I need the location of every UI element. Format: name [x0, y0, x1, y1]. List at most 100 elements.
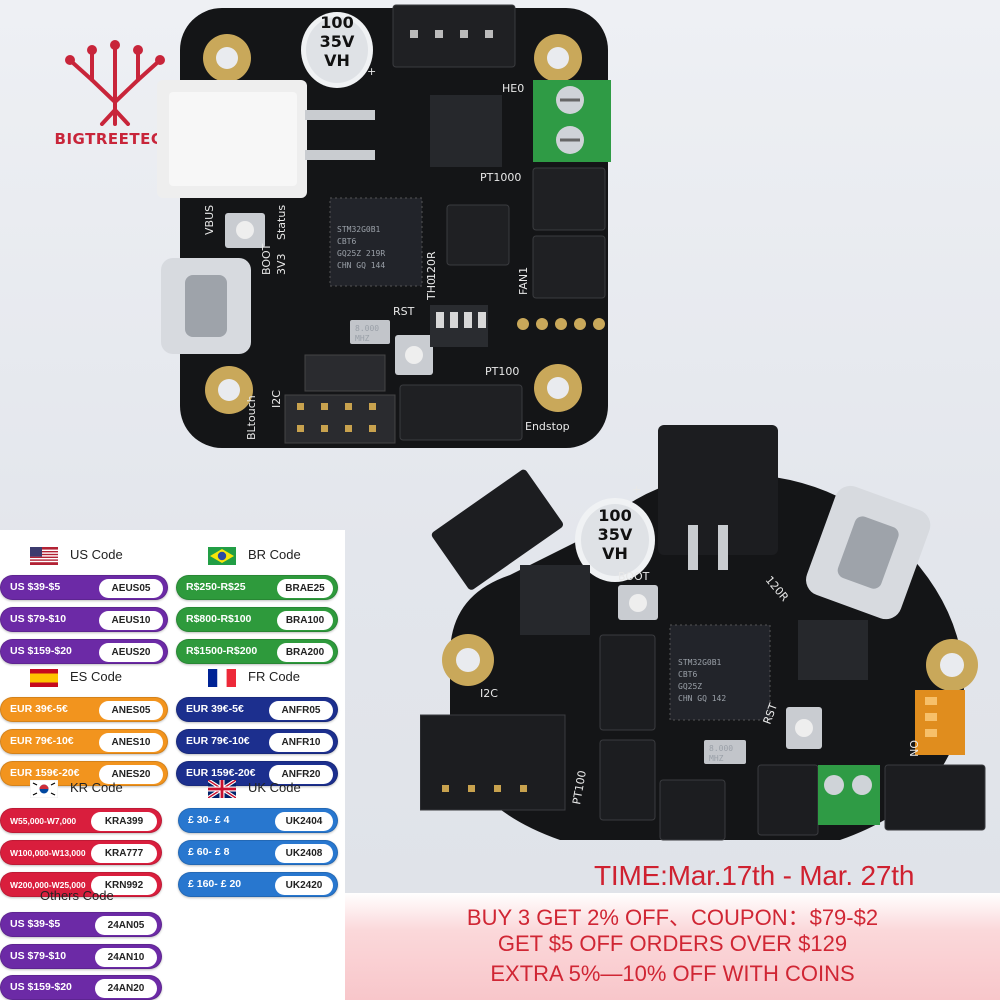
cap2-label-1: 100: [598, 506, 631, 525]
coupon-fr-3[interactable]: EUR 159€-20€ ANFR20: [176, 761, 338, 786]
region-fr: FR Code: [208, 666, 345, 690]
product-board-top: 100 35V VH STM32G0B1 CBT6 GQ25Z 219R C: [155, 0, 615, 455]
coupon-kr-1[interactable]: W55,000-W7,000 KRA399: [0, 808, 162, 833]
crystal-top: [350, 320, 390, 344]
coupon-us-1[interactable]: US $39-$5 AEUS05: [0, 575, 168, 600]
chip2-text-3: GQ25Z: [678, 682, 702, 691]
coupon-us-2[interactable]: US $79-$10 AEUS10: [0, 607, 168, 632]
kr-flag-icon: [30, 780, 58, 798]
coupon-br-1[interactable]: R$250-R$25 BRAE25: [176, 575, 338, 600]
terminal-block-top: [533, 80, 611, 162]
crystal-bottom: [704, 740, 746, 764]
coupon-amount: £ 160- £ 20: [188, 878, 242, 890]
mcu-chip-top: [329, 197, 423, 287]
coupon-amount: EUR 39€-5€: [186, 703, 244, 715]
brand-logo: BIGTREETECH: [40, 40, 190, 150]
label-fan1: FAN1: [517, 267, 530, 295]
region-uk: UK Code: [208, 777, 345, 801]
cap-label-3: VH: [324, 51, 350, 70]
coupon-amount: £ 60- £ 8: [188, 846, 230, 858]
br-code-title: BR Code: [248, 547, 301, 562]
label-he0: HE0: [502, 82, 524, 95]
coupon-code: BRA200: [277, 643, 333, 662]
chip2-text-1: STM32G0B1: [678, 658, 722, 667]
coupon-code: KRA777: [91, 844, 157, 863]
label-bltouch: BLtouch: [245, 395, 258, 440]
coupon-uk-1[interactable]: £ 30- £ 4 UK2404: [178, 808, 338, 833]
coupon-amount: US $79-$10: [10, 950, 67, 962]
coupon-code: ANFR20: [269, 765, 333, 784]
promo-line-3: EXTRA 5%—10% OFF WITH COINS: [490, 961, 855, 986]
coupon-kr-2[interactable]: W100,000-W13,000 KRA777: [0, 840, 162, 865]
coupon-code: ANFR10: [269, 733, 333, 752]
label2-plus: +: [632, 483, 641, 496]
label-3v3: 3V3: [275, 253, 288, 275]
coupon-others-2[interactable]: US $79-$10 24AN10: [0, 944, 162, 969]
coupon-amount: EUR 159€-20€: [10, 767, 80, 779]
label-pt100: PT100: [485, 365, 519, 378]
coupon-fr-1[interactable]: EUR 39€-5€ ANFR05: [176, 697, 338, 722]
coupon-uk-2[interactable]: £ 60- £ 8 UK2408: [178, 840, 338, 865]
power-connector-top: [157, 80, 375, 198]
coupon-others-1[interactable]: US $39-$5 24AN05: [0, 912, 162, 937]
chip-text-3: GQ25Z 219R: [337, 249, 385, 258]
coupon-fr-2[interactable]: EUR 79€-10€ ANFR10: [176, 729, 338, 754]
label-endstop: Endstop: [525, 420, 570, 433]
us-code-title: US Code: [70, 547, 123, 562]
coupon-code: ANES05: [99, 701, 163, 720]
fr-code-title: FR Code: [248, 669, 301, 684]
label-120r: 120R: [425, 251, 438, 280]
crystal2-text-2: MHZ: [709, 754, 724, 763]
label-i2c: I2C: [270, 390, 283, 408]
chip-text-1: STM32G0B1: [337, 225, 381, 234]
label-boot: BOOT: [260, 243, 273, 275]
coupon-code: AEUS05: [99, 579, 163, 598]
promo-band: BUY 3 GET 2% OFF、COUPON：$79-$2 GET $5 OF…: [345, 893, 1000, 1000]
coupon-es-2[interactable]: EUR 79€-10€ ANES10: [0, 729, 168, 754]
coupon-amount: R$1500-R$200: [186, 645, 258, 657]
cap2-label-2: 35V: [598, 525, 633, 544]
coupon-br-2[interactable]: R$800-R$100 BRA100: [176, 607, 338, 632]
label-pt1000: PT1000: [480, 171, 521, 184]
coupon-code: UK2404: [275, 812, 333, 831]
coupon-amount: EUR 79€-10€: [186, 735, 250, 747]
label-rst: RST: [393, 305, 415, 318]
pin-header-top: [284, 354, 396, 444]
connector-top-4pin: [392, 4, 516, 68]
uk-flag-icon: [208, 780, 236, 798]
label2-pt100: PT100: [570, 769, 589, 805]
endstop-connector-top: [399, 384, 523, 441]
chip2-text-4: CHN GQ 142: [678, 694, 726, 703]
crystal-text-2: MHZ: [355, 334, 370, 343]
region-br: BR Code: [208, 544, 345, 568]
coupon-amount: R$800-R$100: [186, 613, 252, 625]
coupon-others-3[interactable]: US $159-$20 24AN20: [0, 975, 162, 1000]
kr-code-title: KR Code: [70, 780, 123, 795]
coupon-uk-3[interactable]: £ 160- £ 20 UK2420: [178, 872, 338, 897]
region-kr: KR Code: [30, 777, 180, 801]
coupon-br-3[interactable]: R$1500-R$200 BRA200: [176, 639, 338, 664]
coupon-es-3[interactable]: EUR 159€-20€ ANES20: [0, 761, 168, 786]
coupon-es-1[interactable]: EUR 39€-5€ ANES05: [0, 697, 168, 722]
crystal2-text-1: 8.000: [709, 744, 733, 753]
coupon-kr-3[interactable]: W200,000-W25,000 KRN992: [0, 872, 162, 897]
coupon-code: UK2420: [275, 876, 333, 895]
chip-small-bottom: [520, 565, 590, 635]
label-th0: TH0: [425, 278, 438, 301]
coupon-code: 24AN05: [95, 916, 157, 935]
br-flag-icon: [208, 547, 236, 565]
es-flag-icon: [30, 669, 58, 687]
coupon-code: BRA100: [277, 611, 333, 630]
coupon-amount: US $159-$20: [10, 981, 72, 993]
label-status: Status: [275, 205, 288, 240]
power-connector-bottom: [658, 425, 778, 555]
label2-i2c: I2C: [480, 687, 498, 700]
coupon-amount: US $39-$5: [10, 918, 61, 930]
region-es: ES Code: [30, 666, 180, 690]
coupon-code: AEUS20: [99, 643, 163, 662]
coupon-amount: £ 30- £ 4: [188, 814, 230, 826]
mcu-chip-bottom: [669, 624, 771, 721]
coupon-us-3[interactable]: US $159-$20 AEUS20: [0, 639, 168, 664]
product-board-bottom: 100 35V VH STM32G0B1 CBT6 GQ25Z CHN GQ 1…: [419, 425, 1000, 855]
coupon-amount: EUR 39€-5€: [10, 703, 68, 715]
